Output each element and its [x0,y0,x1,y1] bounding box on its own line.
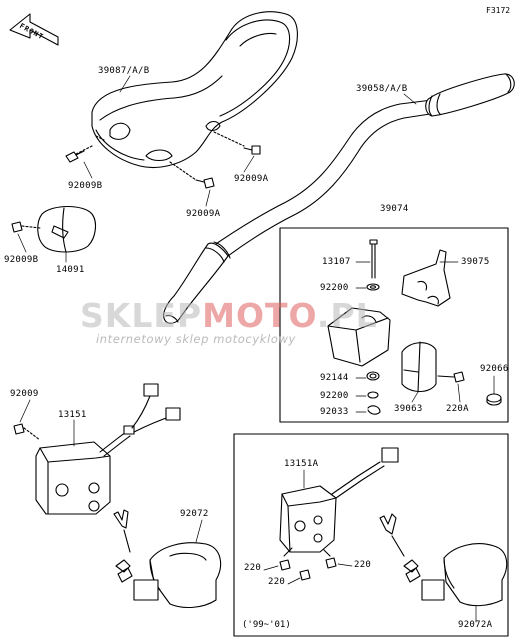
callout-39063: 39063 [394,404,423,414]
handlebar [163,73,515,324]
screw-220-c-icon [323,549,337,569]
callout-220-b: 220 [268,577,286,587]
callout-39075: 39075 [461,257,490,267]
callout-92200-lower: 92200 [320,391,349,401]
screw-220-a-icon [279,547,293,571]
callout-13107: 13107 [322,257,351,267]
callout-92033: 92033 [320,407,349,417]
callout-92066: 92066 [480,364,509,374]
washer-92200-lower-icon [367,391,379,399]
cap-92066-icon [486,393,502,406]
callout-92009: 92009 [10,389,39,399]
clamp-39063 [401,341,437,393]
callout-13151a: 13151A [284,459,319,469]
circlip-92033-icon [367,405,381,415]
bolt-92009-icon [13,423,41,441]
callout-39074: 39074 [380,204,409,214]
screw-220-b-icon [299,569,311,581]
callout-92200-upper: 92200 [320,283,349,293]
callout-220-a: 220 [244,563,262,573]
figure-id: F3172 [486,6,511,15]
switch-13151a [279,447,399,553]
callout-92009b-left: 92009B [4,255,39,265]
watermark-brand-part-2: .PL [316,296,378,335]
callout-13151: 13151 [58,410,87,420]
front-arrow-icon [9,13,59,46]
callout-14091: 14091 [56,265,85,275]
watermark-brand-part-red: MOTO [202,296,317,335]
watermark-tagline: internetowy sklep motocyklowy [96,332,296,346]
callout-39087: 39087/A/B [98,66,150,76]
assy-box-39074 [279,227,509,423]
pin-13107 [369,239,378,279]
callout-92009b-upper: 92009B [68,181,103,191]
callout-92072a: 92072A [458,620,493,630]
tether-clip-92072 [113,509,222,609]
callout-220a: 220A [446,404,469,414]
callout-92009a-right: 92009A [234,174,269,184]
bolt-92009a-lower-icon [169,161,215,189]
callout-220-c: 220 [354,560,372,570]
watermark-brand: SKLEPMOTO.PL [80,296,378,335]
callout-92009a-lower: 92009A [186,209,221,219]
bolt-92009b-left-icon [11,221,41,233]
clamp-upper [327,307,391,367]
callout-92072: 92072 [180,509,209,519]
spring-ring-92144-icon [366,371,380,381]
leader-lines [17,75,495,623]
callout-92144: 92144 [320,373,349,383]
alt-assembly-box [233,433,509,637]
screw-220a-icon [437,371,465,383]
tether-clip-92072a [379,513,508,607]
bolt-92009a-right-icon [213,131,261,155]
callout-39058: 39058/A/B [356,84,408,94]
watermark-brand-part-1: SKLEP [80,296,203,335]
switch-13151 [35,383,181,515]
washer-92200-upper-icon [366,283,380,291]
cover-14091 [37,205,97,253]
year-range-note: ('99~'01) [242,620,291,630]
lever-39075 [401,249,451,307]
bolt-92009b-upper-icon [65,145,93,163]
steering-pad [91,11,298,169]
